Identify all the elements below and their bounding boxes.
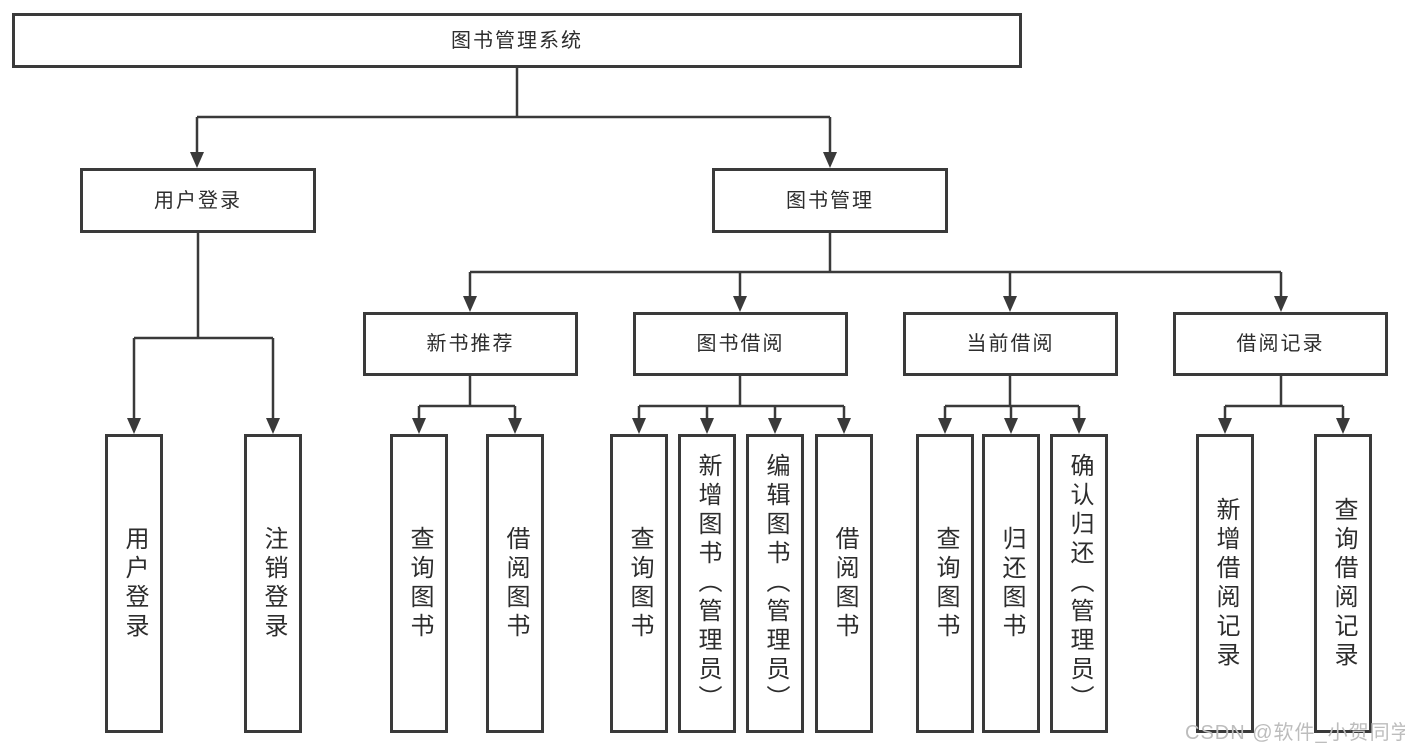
node-current-borrow: 当前借阅 [903,312,1118,376]
leaf-edit-book-admin: 编辑图书（管理员） [746,434,804,733]
edge-borrow-records-children [1223,375,1345,421]
edge-user-login-children [132,232,275,421]
leaf-add-book-admin: 新增图书（管理员） [678,434,736,733]
node-book-management: 图书管理 [712,168,948,233]
node-new-book-recommend: 新书推荐 [363,312,578,376]
leaf-add-borrow-record: 新增借阅记录 [1196,434,1254,733]
leaf-query-books-2: 查询图书 [610,434,668,733]
leaf-query-borrow-record: 查询借阅记录 [1314,434,1372,733]
csdn-watermark: CSDN @软件_小贺同学 [1185,722,1405,744]
leaf-logout: 注销登录 [244,434,302,733]
leaf-confirm-return-admin: 确认归还（管理员） [1050,434,1108,733]
node-user-login: 用户登录 [80,168,316,233]
leaf-return-book: 归还图书 [982,434,1040,733]
leaf-borrow-books-1: 借阅图书 [486,434,544,733]
node-root: 图书管理系统 [12,13,1022,68]
leaf-query-books-1: 查询图书 [390,434,448,733]
node-book-borrow: 图书借阅 [633,312,848,376]
node-borrow-records: 借阅记录 [1173,312,1388,376]
leaf-user-login: 用户登录 [105,434,163,733]
leaf-borrow-books-2: 借阅图书 [815,434,873,733]
edge-root-to-level2 [195,67,832,155]
edge-book-borrow-children [637,375,846,421]
edge-current-borrow-children [943,375,1081,421]
edge-book-mgmt-children [468,232,1283,299]
edge-new-book-children [417,375,517,421]
leaf-query-books-3: 查询图书 [916,434,974,733]
